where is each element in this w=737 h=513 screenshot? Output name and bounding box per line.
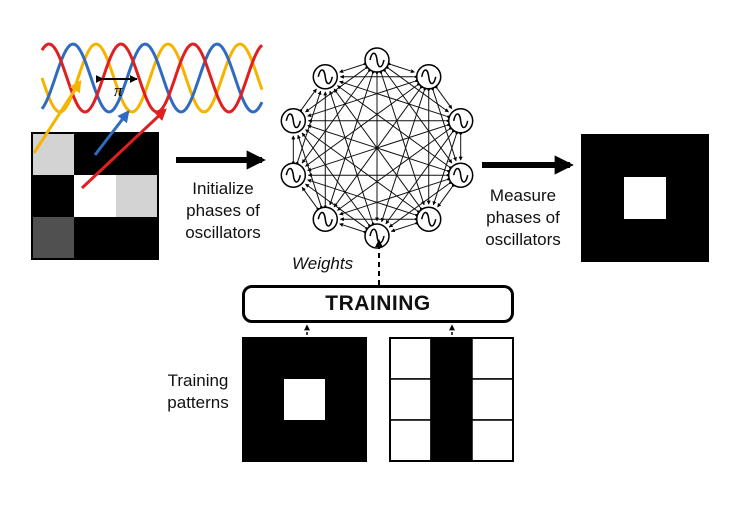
weights-label: Weights xyxy=(292,254,354,273)
oscillator-icon xyxy=(280,108,307,134)
training-label: TRAINING xyxy=(325,292,431,315)
grid-cell xyxy=(582,135,624,177)
grid-cell xyxy=(624,135,666,177)
initialize-label: Initialize phases of oscillators xyxy=(185,179,261,242)
input-pattern-grid xyxy=(31,132,159,260)
network-edge xyxy=(329,90,376,226)
oscillator-icon xyxy=(312,206,339,232)
oscillator-icon xyxy=(447,108,474,134)
network-edge xyxy=(339,223,367,235)
oscillator-icon xyxy=(364,223,390,249)
oscillator-icon xyxy=(415,206,442,232)
wave-2 xyxy=(40,42,264,114)
grid-cell xyxy=(243,338,284,379)
oscillator-icon xyxy=(447,162,474,188)
grid-cell xyxy=(284,338,325,379)
blue-phase-pointer xyxy=(93,110,130,156)
grid-cell xyxy=(471,337,514,380)
network-edge xyxy=(305,129,421,215)
oscillator-icon xyxy=(364,47,390,73)
grid-cell xyxy=(471,419,514,462)
grid-cell xyxy=(74,175,116,217)
grid-cell xyxy=(325,379,366,420)
grid-cell xyxy=(32,133,74,175)
oscillator-icon xyxy=(280,162,307,188)
measure-label: Measure phases of oscillators xyxy=(485,186,561,249)
training-pattern-square xyxy=(242,337,367,462)
wave-0 xyxy=(40,42,264,114)
grid-cell xyxy=(325,420,366,461)
grid-cell xyxy=(430,419,473,462)
training-patterns-label: Training patterns xyxy=(167,371,229,412)
grid-border xyxy=(31,132,159,260)
grid-cell xyxy=(284,420,325,461)
oscillator-network xyxy=(280,47,474,249)
grid-cell xyxy=(116,133,158,175)
grid-cell xyxy=(582,219,624,261)
grid-cell xyxy=(624,177,666,219)
grid-cell xyxy=(471,378,514,421)
grid-cell xyxy=(666,135,708,177)
grid-cell xyxy=(582,177,624,219)
pi-label: π xyxy=(114,81,123,100)
grid-cell xyxy=(243,379,284,420)
grid-cell xyxy=(116,175,158,217)
grid-cell xyxy=(666,219,708,261)
network-connections xyxy=(291,61,463,235)
grid-cell xyxy=(325,338,366,379)
network-edge xyxy=(294,90,322,165)
grid-cell xyxy=(32,217,74,259)
phase-waves xyxy=(40,42,264,114)
grid-cell xyxy=(284,379,325,420)
grid-cell xyxy=(430,337,473,380)
grid-cell xyxy=(74,217,116,259)
orange-phase-pointer xyxy=(32,79,82,154)
grid-cell xyxy=(243,420,284,461)
grid-cell xyxy=(389,337,432,380)
oscillator-icon xyxy=(312,64,339,90)
wave-1 xyxy=(40,42,264,114)
network-edge xyxy=(339,61,367,73)
network-edge xyxy=(390,220,419,233)
grid-border xyxy=(389,337,514,462)
output-pattern-grid xyxy=(581,134,709,262)
training-pattern-bar xyxy=(389,337,514,462)
grid-cell xyxy=(389,378,432,421)
grid-cell xyxy=(666,177,708,219)
grid-cell xyxy=(32,175,74,217)
grid-border xyxy=(581,134,709,262)
grid-cell xyxy=(116,217,158,259)
network-edge xyxy=(298,88,317,113)
oscillator-icon xyxy=(415,64,442,90)
grid-cell xyxy=(430,378,473,421)
grid-border xyxy=(242,337,367,462)
network-edge xyxy=(387,61,415,73)
grid-cell xyxy=(624,219,666,261)
red-phase-pointer xyxy=(80,108,167,190)
training-box: TRAINING xyxy=(242,285,514,323)
network-edge xyxy=(337,85,453,171)
grid-cell xyxy=(389,419,432,462)
